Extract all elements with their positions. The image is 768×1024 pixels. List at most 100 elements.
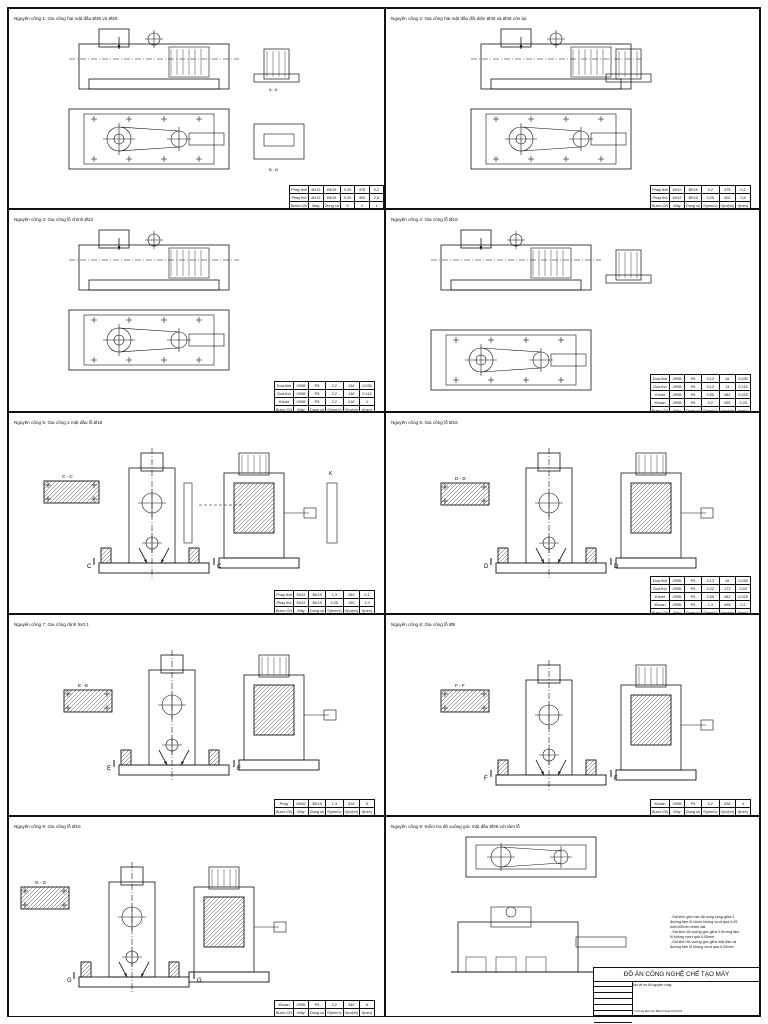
table-cell: 455	[718, 398, 737, 407]
table-cell: 516	[342, 799, 361, 808]
table-cell: 0,25	[339, 193, 356, 202]
table-cell: 6H12	[308, 185, 324, 194]
table-cell: t(mm)	[359, 606, 376, 613]
table-cell: 2H55	[669, 374, 686, 383]
table-cell: Máy	[293, 807, 310, 815]
table-cell: 936	[718, 799, 737, 808]
note-line: lỗ không vượt quá 0,05mm.	[670, 935, 716, 939]
table-cell: 482	[718, 390, 737, 399]
table-cell: Dụng cụ	[308, 807, 327, 815]
table-cell: Khoan	[649, 398, 671, 407]
section-label: D - D	[455, 476, 466, 481]
table-cell: Doa tinh	[649, 374, 671, 383]
table-cell: 0,22	[701, 584, 720, 593]
locating-arrow	[141, 973, 144, 977]
table-cell: 0,115	[735, 382, 752, 391]
title-block-subtitle: Bản vẽ sơ đồ nguyên công	[632, 983, 672, 987]
note-line: mm/100mm chiều dài.	[670, 925, 707, 929]
table-cell: Phay thô	[288, 193, 310, 202]
table-cell: 0,55	[701, 390, 720, 399]
operation-title: Nguyên công 6: Gia công lỗ Ø16	[391, 420, 458, 425]
table-cell: 2H55	[293, 381, 310, 390]
table-cell: 2H55	[293, 1000, 310, 1009]
locating-arrow	[558, 559, 561, 563]
locating-arrow	[124, 973, 127, 977]
side-section	[630, 482, 672, 534]
table-cell: t(mm)	[359, 807, 376, 815]
fixture-diagram: A - AB - B	[68, 28, 305, 172]
table-cell: P6	[684, 592, 703, 601]
table-cell: 1,9	[359, 598, 376, 607]
locating-arrow	[144, 559, 147, 563]
table-cell: Bước CN	[649, 201, 671, 208]
table-cell: 2,8	[368, 193, 384, 202]
table-cell: Dụng cụ	[322, 201, 341, 208]
locating-arrow	[541, 559, 544, 563]
table-cell: 0,55	[701, 592, 720, 601]
table-cell: 4	[735, 799, 752, 808]
note-line: đường tâm lỗ không vượt quá 0,02mm.	[670, 945, 735, 949]
table-cell: 0,2	[701, 799, 720, 808]
table-cell: Phay tinh	[649, 185, 671, 194]
table-cell: P6	[684, 390, 703, 399]
table-cell: P6	[684, 382, 703, 391]
section-label: C - C	[62, 474, 73, 479]
table-cell: 6H12	[669, 193, 686, 202]
table-cell: 0,115	[359, 389, 376, 398]
technical-notes: - Sai lệch giới hạn độ song song giữa 2 …	[670, 915, 760, 950]
title-block: ĐỒ ÁN CÔNG NGHỆ CHẾ TẠO MÁY Bản vẽ sơ đồ…	[593, 967, 760, 1023]
table-cell: S(mm/v)	[325, 1008, 344, 1016]
table-cell: Phay tinh	[288, 185, 310, 194]
table-cell: 0,035	[735, 576, 752, 585]
table-cell: 0,1	[359, 590, 376, 599]
table-cell: Doa thô	[649, 382, 671, 391]
table-cell: Dụng cụ	[308, 1008, 327, 1016]
table-cell: Doa tinh	[649, 576, 671, 585]
cut-marker: F	[484, 776, 488, 782]
side-section	[233, 482, 275, 534]
operation-title: Nguyên công 4: Gia công lỗ Ø16	[391, 217, 458, 222]
table-cell: 495	[718, 600, 737, 609]
table-cell: S(mm/v)	[325, 405, 344, 412]
operation-title: Nguyên công 8: Gia công lỗ Ø8	[391, 622, 456, 627]
table-cell: V(m/ph)	[342, 1008, 361, 1016]
note-line: đường tâm lỗ chính không vượt quá 0,05	[670, 920, 738, 924]
note-line: - Sai lệch độ vuông góc giữa 2 đường tâm	[670, 930, 740, 934]
cut-marker: C	[87, 564, 92, 570]
table-cell: 475	[718, 185, 737, 194]
table-cell: 6H12	[293, 590, 310, 599]
cut-marker: D	[484, 564, 489, 570]
table-cell: S(mm/v)	[701, 201, 720, 208]
table-cell: 0,2	[735, 600, 752, 609]
title-block-footer: Trường Đại học Bách khoa TP.HCM	[634, 1009, 682, 1013]
table-cell: S(mm/v)	[325, 606, 344, 613]
table-cell: Doa thô	[649, 584, 671, 593]
operation-panel-op2: Nguyên công 2: Gia công hai mặt đầu đối …	[385, 8, 760, 209]
table-cell: Bước CN	[649, 406, 671, 411]
note-line: - Sai lệch giới hạn độ song song giữa 2	[670, 915, 735, 919]
table-cell: 0,2	[701, 185, 720, 194]
table-cell: P6	[308, 397, 327, 406]
clamp-section	[168, 961, 180, 978]
clamp-section	[100, 547, 112, 564]
table-cell: t(mm)	[359, 1008, 376, 1016]
table-cell: 340	[342, 1000, 361, 1009]
locating-arrow	[117, 45, 121, 49]
table-cell: S	[339, 201, 356, 208]
